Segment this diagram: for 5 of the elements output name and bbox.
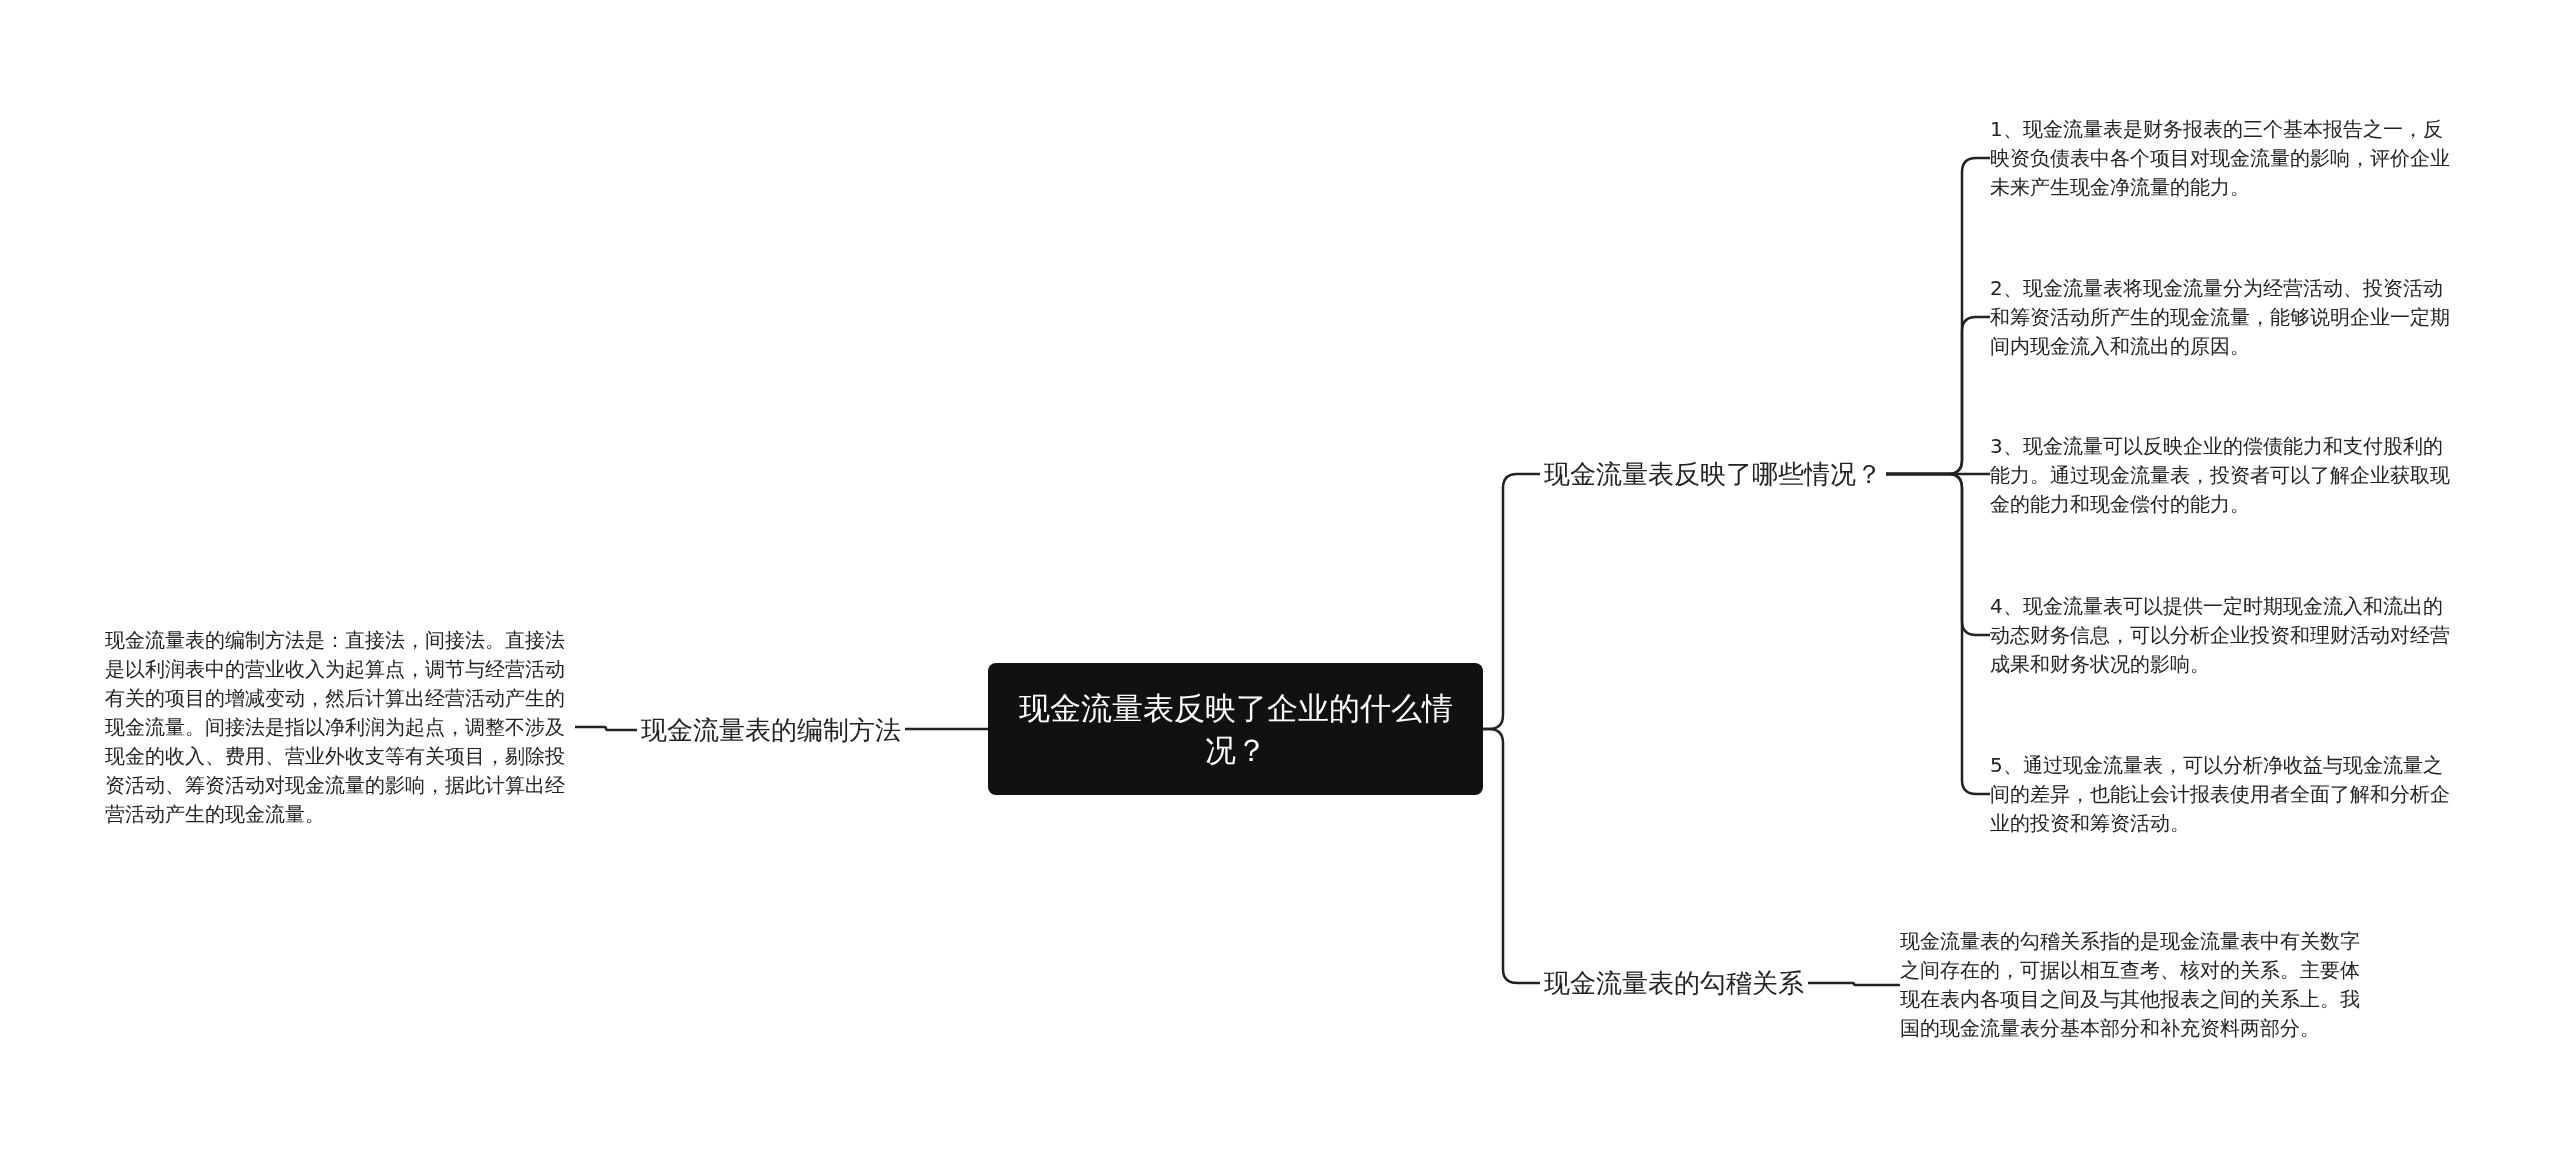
- connector-line: [1483, 727, 1540, 985]
- connector-line: [1808, 981, 1900, 987]
- connector-line: [575, 725, 637, 732]
- root-topic-box: 现金流量表反映了企业的什么情况？: [988, 663, 1483, 795]
- connector-line: [905, 727, 988, 731]
